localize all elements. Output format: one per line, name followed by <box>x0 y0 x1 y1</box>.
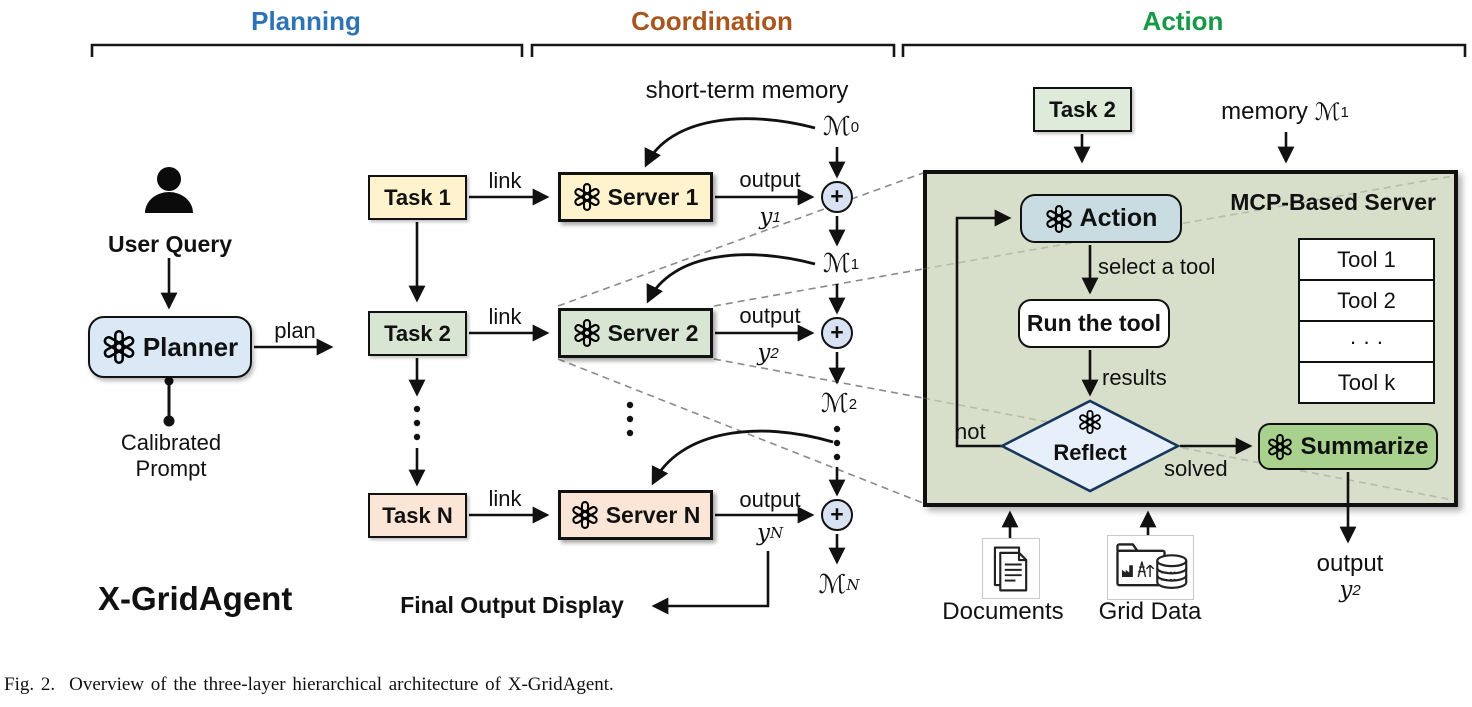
section-header-action: Action <box>1142 6 1224 36</box>
section-header-planning: Planning <box>251 6 361 36</box>
task-n-box: Task N <box>368 493 467 538</box>
sum-node-n: + <box>821 499 853 531</box>
user-icon <box>145 167 193 213</box>
sum-node-2: + <box>821 317 853 349</box>
documents-icon <box>982 538 1040 599</box>
mcp-panel-title: MCP-Based Server <box>1230 189 1436 215</box>
openai-logo-icon <box>1045 205 1073 233</box>
solved-edge-label: solved <box>1164 456 1228 481</box>
caption-text: Overview of the three-layer hierarchical… <box>69 674 614 695</box>
sum-node-1: + <box>821 181 853 213</box>
memory-curves <box>644 117 834 486</box>
not-edge-label: not <box>955 419 986 444</box>
openai-logo-icon <box>1267 434 1293 460</box>
short-term-memory-label: short-term memory <box>645 77 849 104</box>
action-task-2-box: Task 2 <box>1033 87 1132 132</box>
run-the-tool-box: Run the tool <box>1018 299 1170 348</box>
grid-data-label: Grid Data <box>1098 598 1202 625</box>
user-query-label: User Query <box>107 231 232 257</box>
server-n-box: Server N <box>558 490 713 540</box>
flow-arrows <box>160 132 1357 615</box>
final-output-display-label: Final Output Display <box>400 592 624 618</box>
calibrated-prompt-connector <box>163 376 175 427</box>
planner-label: Planner <box>142 331 239 362</box>
planner-box: Planner <box>88 316 252 378</box>
task-2-box: Task 2 <box>368 311 467 356</box>
reflect-diamond <box>999 399 1181 493</box>
results-label: results <box>1102 365 1167 390</box>
section-header-coordination: Coordination <box>631 6 793 36</box>
section-brackets <box>90 43 1467 57</box>
link-label-1: link <box>488 168 522 193</box>
server-1-box: Server 1 <box>558 172 713 222</box>
tool-list: Tool 1 Tool 2 · · · Tool k <box>1298 238 1435 404</box>
grid-data-icon <box>1107 535 1194 600</box>
documents-label: Documents <box>942 598 1064 625</box>
calibrated-prompt-label: Calibrated Prompt <box>120 430 222 481</box>
link-label-2: link <box>488 304 522 329</box>
ellipsis-dots <box>413 401 841 461</box>
openai-logo-icon <box>573 183 601 211</box>
tool-row: Tool 2 <box>1300 281 1433 322</box>
figure-caption: Fig. 2. Overview of the three-layer hiera… <box>4 674 614 696</box>
link-label-n: link <box>488 486 522 511</box>
reflect-label: Reflect <box>1053 440 1127 465</box>
action-box: Action <box>1020 194 1182 243</box>
select-a-tool-label: select a tool <box>1098 254 1216 279</box>
task-1-box: Task 1 <box>368 175 467 220</box>
openai-logo-icon <box>571 501 599 529</box>
output-label-n: output <box>739 487 801 512</box>
output-label-1: output <box>739 167 801 192</box>
openai-logo-icon <box>102 330 136 364</box>
caption-prefix: Fig. 2. <box>4 674 56 695</box>
brand-title: X-GridAgent <box>98 580 293 617</box>
summarize-box: Summarize <box>1258 423 1438 470</box>
openai-logo-icon <box>573 319 601 347</box>
tool-row: Tool 1 <box>1300 240 1433 281</box>
tool-row: · · · <box>1300 322 1433 363</box>
tool-row: Tool k <box>1337 369 1396 395</box>
action-output-label: output <box>1316 550 1384 577</box>
server-2-box: Server 2 <box>558 308 713 358</box>
output-label-2: output <box>739 303 801 328</box>
plan-edge-label: plan <box>274 318 316 343</box>
openai-logo-icon <box>1078 410 1102 434</box>
